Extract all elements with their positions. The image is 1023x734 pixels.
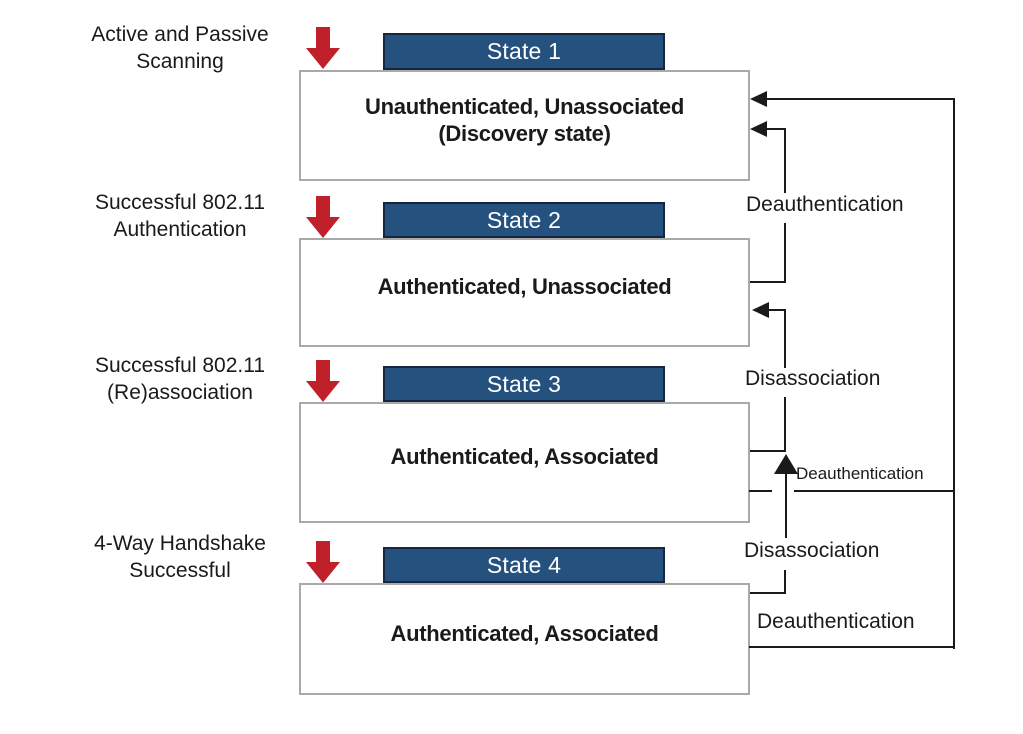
connector-line xyxy=(785,472,787,538)
state-3-name: Authenticated, Associated xyxy=(390,444,659,469)
connector-line xyxy=(765,128,786,130)
entry-label-state-2: Successful 802.11 Authentication xyxy=(25,189,335,243)
state-1-name: Unauthenticated, Unassociated (Discovery… xyxy=(365,93,684,146)
arrow-down-icon xyxy=(306,27,340,69)
connector-line xyxy=(784,129,786,193)
state-1-header: State 1 xyxy=(383,33,665,70)
connector-line xyxy=(750,281,786,283)
state-4-name: Authenticated, Associated xyxy=(390,620,659,646)
state-3-box: Authenticated, Associated xyxy=(299,402,750,523)
connector-line xyxy=(750,450,786,452)
connector-line xyxy=(767,309,786,311)
entry-label-state-3: Successful 802.11 (Re)association xyxy=(25,352,335,406)
arrow-down-icon xyxy=(306,196,340,238)
transition-label-deauthentication: Deauthentication xyxy=(796,464,924,483)
transition-label-disassociation: Disassociation xyxy=(745,367,881,390)
connector-line xyxy=(794,490,955,492)
connector-line xyxy=(749,490,772,492)
arrowhead-left-icon xyxy=(750,121,767,137)
arrowhead-left-icon xyxy=(752,302,769,318)
state-2-header-label: State 2 xyxy=(486,206,562,233)
state-2-box: Authenticated, Unassociated xyxy=(299,238,750,347)
state-3-header-label: State 3 xyxy=(486,370,562,397)
entry-label-line: (Re)association xyxy=(107,381,253,404)
connector-line xyxy=(765,98,955,100)
entry-label-state-4: 4-Way Handshake Successful xyxy=(25,530,335,584)
state-4-header: State 4 xyxy=(383,547,665,583)
entry-label-line: Authentication xyxy=(113,218,247,241)
entry-label-line: Successful 802.11 xyxy=(94,354,266,377)
state-4-box: Authenticated, Associated xyxy=(299,583,750,695)
connector-line xyxy=(784,570,786,594)
connector-line xyxy=(953,98,955,649)
state-2-header: State 2 xyxy=(383,202,665,238)
arrow-down-icon xyxy=(306,360,340,402)
arrowhead-up-icon xyxy=(774,454,798,474)
entry-label-line: Scanning xyxy=(136,50,224,73)
state-3-header: State 3 xyxy=(383,366,665,402)
transition-label-disassociation: Disassociation xyxy=(744,539,880,562)
entry-label-line: Active and Passive xyxy=(91,23,269,46)
entry-label-line: Successful xyxy=(129,559,231,582)
entry-label-line: 4-Way Handshake xyxy=(94,532,266,555)
state-4-header-label: State 4 xyxy=(486,551,562,578)
arrowhead-left-icon xyxy=(750,91,767,107)
transition-label-deauthentication: Deauthentication xyxy=(757,610,915,633)
entry-label-state-1: Active and Passive Scanning xyxy=(25,21,335,75)
arrow-down-icon xyxy=(306,541,340,583)
state-1-box: Unauthenticated, Unassociated (Discovery… xyxy=(299,70,750,181)
entry-label-line: Successful 802.11 xyxy=(94,191,266,214)
connector-line xyxy=(784,397,786,452)
connector-line xyxy=(750,592,786,594)
state-2-name: Authenticated, Unassociated xyxy=(377,274,672,299)
connector-line xyxy=(784,310,786,368)
connector-line xyxy=(784,223,786,283)
transition-label-deauthentication: Deauthentication xyxy=(746,193,904,216)
connector-line xyxy=(749,646,955,648)
state-1-header-label: State 1 xyxy=(486,38,562,64)
